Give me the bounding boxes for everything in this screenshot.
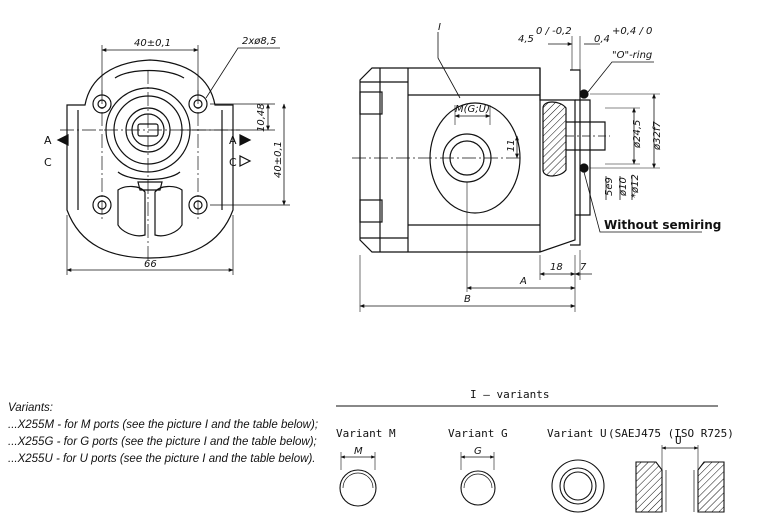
variants-title: I – variants bbox=[470, 388, 549, 401]
section-right-a: A bbox=[229, 134, 237, 147]
variant-u-standard: (SAEJ475 (ISO R725) bbox=[608, 427, 734, 440]
dim-5e9: 5e9 bbox=[604, 177, 615, 196]
variant-u-port bbox=[551, 459, 605, 513]
variants-section: I – variants Variant M Variant G Variant… bbox=[336, 388, 734, 513]
section-left-a: A bbox=[44, 134, 52, 147]
dim-0-4-tol: +0,4 / 0 bbox=[612, 26, 652, 37]
detail-mark: I bbox=[438, 22, 441, 33]
bolt-head-top bbox=[359, 91, 383, 115]
without-semiring-label: Without semiring bbox=[604, 218, 721, 232]
dim-18: 18 bbox=[550, 262, 563, 273]
variant-g-port bbox=[460, 452, 496, 506]
notes-line-u: ...X255U - for U ports (see the picture … bbox=[8, 453, 316, 465]
dim-right-40: 40±0,1 bbox=[273, 141, 284, 178]
notes-line-g: ...X255G - for G ports (see the picture … bbox=[8, 436, 317, 448]
dim-10-48: 10,48 bbox=[256, 103, 267, 132]
o-ring-top bbox=[579, 89, 589, 99]
side-view-labels: I M(G;U) 11 4,5 0 / -0,2 0,4 +0,4 / 0 "O… bbox=[438, 22, 721, 305]
bolt-head-bottom bbox=[359, 199, 383, 223]
dim-66: 66 bbox=[144, 259, 157, 270]
front-view bbox=[56, 45, 290, 275]
variant-u-label: Variant U bbox=[547, 427, 607, 440]
shaft-section bbox=[542, 101, 567, 177]
dim-d12: *ø12 bbox=[630, 174, 641, 198]
notes-line-m: ...X255M - for M ports (see the picture … bbox=[8, 419, 319, 431]
variant-g-label: Variant G bbox=[448, 427, 508, 440]
dim-b: B bbox=[464, 294, 471, 305]
dim-d10: ø10 bbox=[618, 177, 629, 197]
port-label: M(G;U) bbox=[455, 104, 490, 115]
dim-top-40: 40±0,1 bbox=[134, 38, 171, 49]
section-right-c: C bbox=[229, 156, 237, 169]
dim-d32f7: ø32f7 bbox=[652, 121, 663, 151]
dim-7: 7 bbox=[580, 262, 587, 273]
notes-title: Variants: bbox=[8, 402, 53, 414]
variant-u-dim: U bbox=[675, 434, 682, 447]
section-left-c: C bbox=[44, 156, 52, 169]
dim-holes: 2xø8,5 bbox=[242, 36, 276, 47]
dim-d24-5: ø24,5 bbox=[632, 120, 643, 149]
o-ring-label: "O"-ring bbox=[612, 50, 652, 61]
front-body-outline bbox=[66, 59, 234, 259]
front-view-labels: 40±0,1 2xø8,5 10,48 40±0,1 66 A C A C bbox=[44, 36, 284, 270]
variant-u-section bbox=[635, 445, 725, 513]
side-view bbox=[352, 32, 702, 312]
dim-4-5-tol: 0 / -0,2 bbox=[536, 26, 572, 37]
variants-notes: Variants: ...X255M - for M ports (see th… bbox=[8, 400, 318, 468]
dim-0-4: 0,4 bbox=[594, 34, 610, 45]
dim-4-5: 4,5 bbox=[518, 34, 534, 45]
dim-a: A bbox=[519, 276, 527, 287]
variant-m-label: Variant M bbox=[336, 427, 396, 440]
variant-m-dim: M bbox=[354, 446, 363, 457]
variant-g-dim: G bbox=[474, 446, 482, 457]
dim-11: 11 bbox=[506, 139, 517, 152]
variant-m-port bbox=[339, 452, 377, 507]
mounting-flange bbox=[570, 69, 581, 246]
o-ring-bottom bbox=[579, 163, 589, 173]
